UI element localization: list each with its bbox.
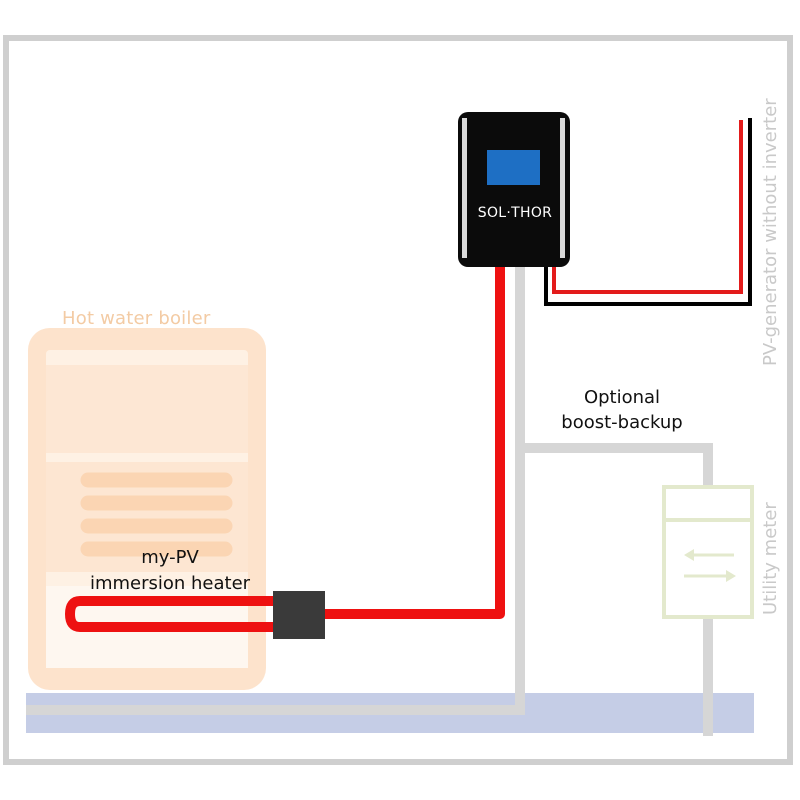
boost-backup-label-line1: Optional: [583, 387, 661, 408]
utility-meter: [662, 485, 754, 619]
hot-water-boiler: [28, 328, 266, 690]
heater-wire: [65, 265, 505, 632]
boost-backup-label: Optional boost-backup: [542, 385, 702, 435]
device-display: [487, 150, 540, 185]
utility-meter-label: Utility meter: [760, 502, 781, 615]
immersion-heater-label-line2: immersion heater: [89, 573, 251, 594]
grid-wiring: [26, 265, 713, 736]
immersion-heater-label: my-PV immersion heater: [70, 545, 270, 597]
immersion-heater-head: [273, 591, 325, 639]
outer-frame: [3, 35, 793, 765]
pv-wires: [544, 118, 752, 306]
bidirectional-arrows-icon: [684, 549, 736, 582]
boiler-label: Hot water boiler: [62, 308, 211, 329]
heat-exchanger-coil: [80, 472, 233, 557]
boost-backup-label-line2: boost-backup: [561, 412, 683, 433]
solthor-device: [458, 112, 570, 267]
pv-generator-label: PV-generator without inverter: [760, 98, 781, 366]
immersion-heater-label-line1: my-PV: [141, 547, 199, 568]
device-name-label: SOL·THOR: [477, 205, 553, 221]
